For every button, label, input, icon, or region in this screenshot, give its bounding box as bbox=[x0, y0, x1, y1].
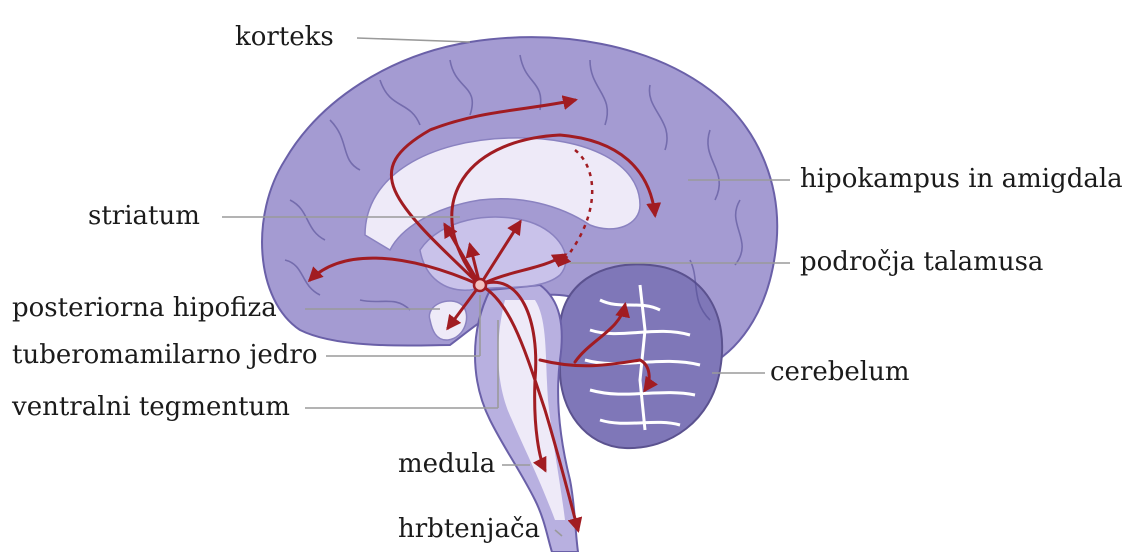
label-hipokampus-in-amigdala: hipokampus in amigdala bbox=[800, 166, 1123, 192]
label-hrbtenjaca: hrbtenjača bbox=[398, 516, 540, 542]
label-tuberomamilarno-jedro: tuberomamilarno jedro bbox=[12, 342, 318, 368]
label-medula: medula bbox=[398, 451, 495, 477]
tuberomammillary-nucleus-marker bbox=[474, 279, 486, 291]
label-cerebelum: cerebelum bbox=[770, 359, 910, 385]
label-podrocja-talamusa: področja talamusa bbox=[800, 249, 1043, 275]
label-ventralni-tegmentum: ventralni tegmentum bbox=[12, 394, 290, 420]
label-posteriorna-hipofiza: posteriorna hipofiza bbox=[12, 295, 277, 321]
label-striatum: striatum bbox=[88, 203, 200, 229]
label-korteks: korteks bbox=[235, 24, 334, 50]
